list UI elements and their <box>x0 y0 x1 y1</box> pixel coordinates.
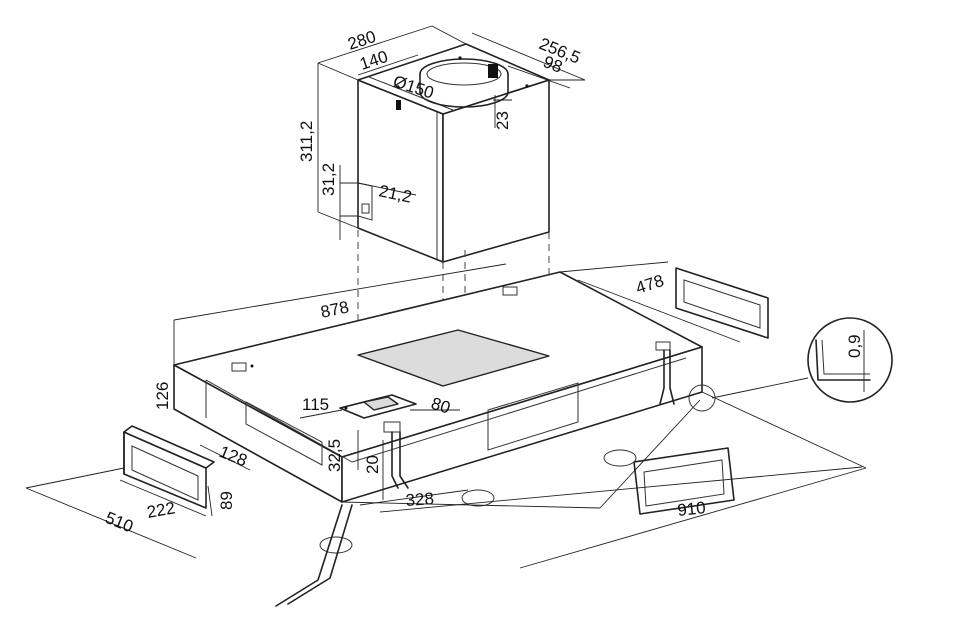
dim-duct-inner: 89 <box>217 491 236 510</box>
dim-hood-length: 878 <box>319 297 351 321</box>
dim-motor-width: 115 <box>302 395 329 414</box>
dim-hood-depth: 478 <box>633 271 666 298</box>
dim-motor-depth: 80 <box>429 394 453 418</box>
dim-overall-depth: 510 <box>103 508 136 536</box>
dim-chimney-inner-width: 140 <box>357 47 390 74</box>
dim-motor-height: 32,5 <box>325 439 344 472</box>
hood-dimensions <box>25 261 867 607</box>
filter-opening <box>357 329 550 387</box>
dim-bracket-height: 31,2 <box>319 163 338 196</box>
hood-body <box>173 271 703 503</box>
dim-hood-height: 126 <box>153 382 172 410</box>
dim-overall-length: 910 <box>676 498 706 520</box>
outlet-collar <box>396 56 529 108</box>
duct-pieces <box>123 267 769 554</box>
detail-view <box>807 317 893 403</box>
chimney-dimensions <box>317 25 586 240</box>
chimney-box <box>357 43 550 263</box>
dim-chimney-height: 311,2 <box>297 121 316 162</box>
dim-center-offset: 328 <box>405 489 435 510</box>
dim-clip-height: 20 <box>363 455 382 474</box>
dim-outlet-height: 23 <box>493 111 512 130</box>
dim-detail-gap: 0,9 <box>845 334 864 358</box>
dim-duct-width: 222 <box>145 498 176 522</box>
